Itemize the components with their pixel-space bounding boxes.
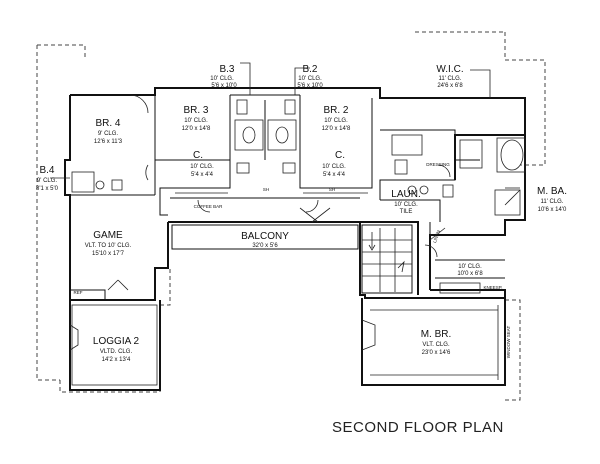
- room-balcony-label: BALCONY 32'0 x 5'6: [241, 231, 289, 249]
- room-ceiling: 10' CLG.: [322, 164, 346, 170]
- room-ceiling: 9' CLG.: [98, 131, 118, 137]
- room-size: 10'0 x 6'8: [457, 271, 483, 277]
- room-name: C.: [335, 150, 345, 161]
- room-size: 5'6 x 10'0: [211, 83, 237, 89]
- room-size: 8'1 x 5'0: [36, 186, 59, 192]
- room-ceiling: 10' CLG.: [458, 264, 482, 270]
- balcony-rail: [171, 224, 359, 250]
- stairs: [361, 224, 413, 294]
- room-size: 12'6 x 11'3: [94, 139, 123, 145]
- room-name: BALCONY: [241, 231, 289, 242]
- room-b4-label: B.4 9' CLG. 8'1 x 5'0: [36, 165, 59, 192]
- room-name: B.2: [302, 64, 317, 75]
- room-ceiling: VLT. CLG.: [422, 342, 450, 348]
- room-size: 23'0 x 14'6: [422, 350, 451, 356]
- room-c1-label: C. 10' CLG. 5'4 x 4'4: [190, 150, 214, 178]
- room-ceiling: 10' CLG.: [298, 76, 322, 82]
- room-size: TILE: [400, 209, 413, 215]
- linen-label: LINEN: [432, 229, 441, 243]
- fixtures: [71, 99, 526, 294]
- room-b2-label: B.2 10' CLG. 5'6 x 10'0: [297, 64, 323, 89]
- dressing-label: DRESSING: [426, 162, 450, 167]
- room-name: M. BR.: [421, 329, 452, 340]
- room-ceiling: 9' CLG.: [37, 178, 57, 184]
- room-mbr-label: M. BR. VLT. CLG. 23'0 x 14'6: [421, 329, 452, 356]
- room-ceiling: 11' CLG.: [540, 199, 563, 205]
- room-name: BR. 2: [323, 105, 348, 116]
- leader-lines: [50, 62, 520, 189]
- room-name: B.3: [219, 64, 234, 75]
- room-size: 24'6 x 6'8: [437, 83, 463, 89]
- kneesp-label: KNEESP.: [484, 285, 503, 290]
- room-b3-label: B.3 10' CLG. 5'6 x 10'0: [210, 64, 237, 89]
- sh-right-label: SH: [329, 187, 335, 192]
- room-name: B.4: [39, 165, 54, 176]
- room-name: BR. 4: [95, 118, 120, 129]
- room-wic-label: W.I.C. 11' CLG. 24'6 x 6'8: [436, 64, 463, 89]
- vault-lines: [71, 304, 499, 386]
- room-size: 5'6 x 10'0: [297, 83, 323, 89]
- doors: [69, 94, 451, 351]
- interior-walls: [70, 94, 505, 300]
- room-size: 32'0 x 5'6: [252, 243, 278, 249]
- room-mba-label: M. BA. 11' CLG. 10'6 x 14'0: [537, 186, 567, 213]
- room-c2-label: C. 10' CLG. 5'4 x 4'4: [322, 150, 346, 178]
- room-name: GAME: [93, 230, 123, 241]
- exterior-walls: [64, 87, 526, 391]
- room-laun-label: LAUN. 10' CLG. TILE: [391, 189, 420, 215]
- sh-left-label: SH: [263, 187, 269, 192]
- ref-label: REF: [74, 290, 83, 295]
- room-br3-label: BR. 3 10' CLG. 12'0 x 14'8: [182, 105, 211, 132]
- room-name: C.: [193, 150, 203, 161]
- room-br4-label: BR. 4 9' CLG. 12'6 x 11'3: [94, 118, 123, 145]
- coffee-bar-label: COFFEE BAR: [194, 204, 224, 209]
- window-seat-label: WINDOW SEAT: [506, 326, 511, 359]
- room-name: LAUN.: [391, 189, 420, 200]
- room-size: 5'4 x 4'4: [191, 172, 214, 178]
- room-ceiling: 10' CLG.: [210, 76, 234, 82]
- room-ceiling: VLTD. CLG.: [100, 349, 133, 355]
- room-size: 12'0 x 14'8: [182, 126, 211, 132]
- room-ceiling: 10' CLG.: [394, 202, 418, 208]
- room-br2-label: BR. 2 10' CLG. 12'0 x 14'8: [322, 105, 351, 132]
- room-name: W.I.C.: [436, 64, 463, 75]
- room-ceiling: 10' CLG.: [184, 118, 208, 124]
- room-ceiling: 10' CLG.: [324, 118, 348, 124]
- room-name: M. BA.: [537, 186, 567, 197]
- room-size: 14'2 x 13'4: [102, 357, 131, 363]
- room-hall-label: 10' CLG. 10'0 x 6'8: [457, 264, 483, 277]
- room-ceiling: VLT. TO 10' CLG.: [85, 243, 132, 249]
- room-ceiling: 11' CLG.: [438, 76, 461, 82]
- room-name: BR. 3: [183, 105, 208, 116]
- room-ceiling: 10' CLG.: [190, 164, 214, 170]
- room-size: 15'10 x 17'7: [92, 251, 125, 257]
- room-name: LOGGIA 2: [93, 336, 140, 347]
- room-game-label: GAME VLT. TO 10' CLG. 15'10 x 17'7: [85, 230, 132, 257]
- room-size: 5'4 x 4'4: [323, 172, 346, 178]
- room-size: 10'6 x 14'0: [538, 207, 567, 213]
- room-size: 12'0 x 14'8: [322, 126, 351, 132]
- plan-title: SECOND FLOOR PLAN: [332, 419, 504, 436]
- room-loggia-label: LOGGIA 2 VLTD. CLG. 14'2 x 13'4: [93, 336, 140, 363]
